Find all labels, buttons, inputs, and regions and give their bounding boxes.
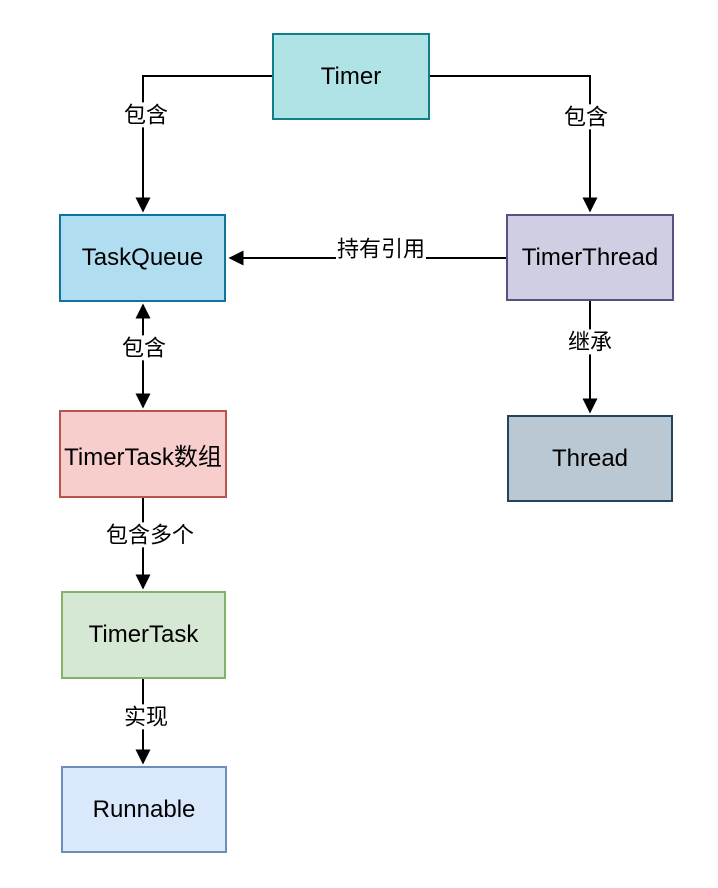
edge-label-timer-taskqueue: 包含 [122,102,170,128]
edge-timer-taskqueue [135,75,272,213]
node-taskqueue-label: TaskQueue [81,244,204,271]
node-timertask-array-label: TimerTask数组 [64,443,222,471]
edge-label-timertask-runnable: 实现 [122,704,170,730]
node-timer: Timer [272,33,430,120]
edge-label-timerthread-thread: 继承 [566,329,614,355]
edge-label-timertask-array-timertask: 包含多个 [104,522,196,548]
node-runnable: Runnable [61,766,227,853]
node-timertask: TimerTask [61,591,226,679]
edge-label-timerthread-taskqueue: 持有引用 [335,236,427,262]
node-timerthread-label: TimerThread [521,243,659,271]
edge-timer-timerthread [430,75,598,213]
node-timerthread: TimerThread [506,214,674,301]
edge-label-timer-timerthread: 包含 [562,104,610,130]
node-thread-label: Thread [551,444,629,472]
node-thread: Thread [507,415,673,502]
node-timertask-label: TimerTask [88,621,199,648]
node-timertask-array: TimerTask数组 [59,410,227,498]
node-timer-label: Timer [320,62,382,90]
edge-label-taskqueue-timertask-array: 包含 [120,335,168,361]
node-runnable-label: Runnable [92,795,196,823]
node-taskqueue: TaskQueue [59,214,226,302]
